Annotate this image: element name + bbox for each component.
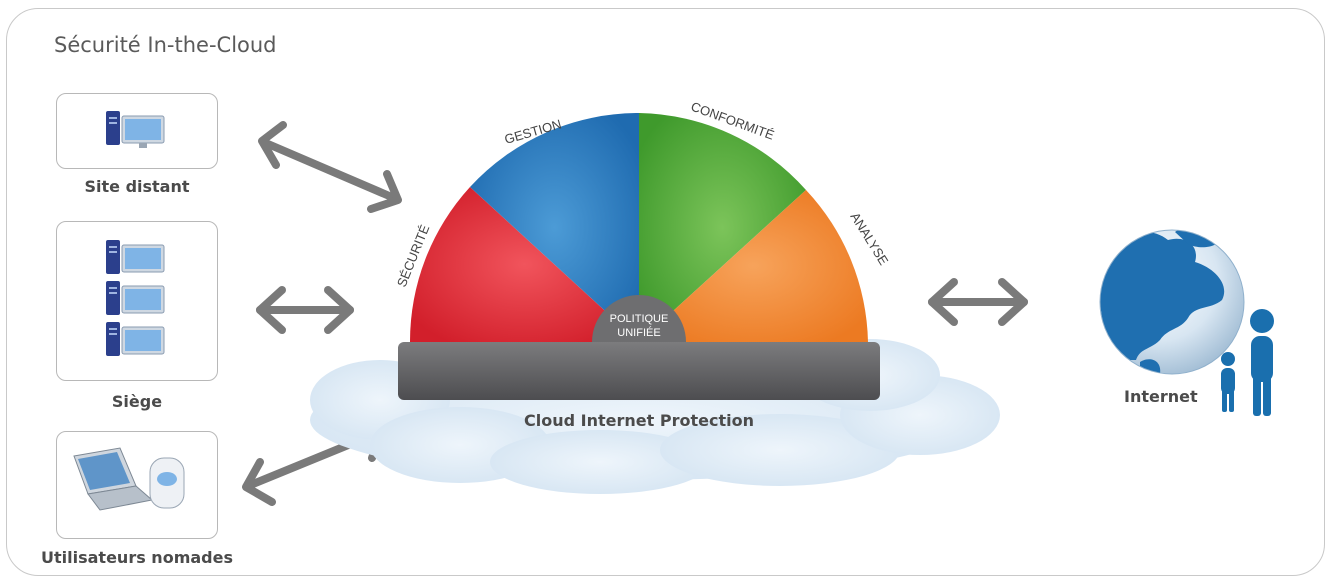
double-arrow-icon bbox=[928, 278, 1028, 326]
unified-policy-line2: UNIFIÉE bbox=[617, 326, 660, 339]
diagram-title: Sécurité In-the-Cloud bbox=[54, 33, 277, 57]
double-arrow-icon bbox=[258, 121, 402, 213]
globe-icon bbox=[1099, 229, 1245, 375]
unified-policy-line1: POLITIQUE bbox=[610, 313, 669, 325]
platform-label: Cloud Internet Protection bbox=[524, 411, 754, 430]
double-arrow-icon bbox=[256, 286, 354, 334]
child-person-icon bbox=[1221, 352, 1235, 412]
platform-bar bbox=[398, 342, 880, 400]
computer-icon bbox=[106, 240, 165, 274]
mobile-phone-icon bbox=[149, 457, 185, 509]
computer-icon bbox=[106, 322, 165, 356]
analysis-label: ANALYSE bbox=[847, 210, 891, 268]
computer-icon bbox=[106, 111, 165, 148]
unified-policy-hub bbox=[592, 295, 686, 342]
mobile-users-label: Utilisateurs nomades bbox=[41, 548, 233, 567]
laptop-icon bbox=[73, 447, 154, 511]
security-segment bbox=[409, 187, 639, 342]
diagram-frame bbox=[6, 8, 1325, 576]
compliance-segment bbox=[639, 113, 806, 342]
remote-site-label: Site distant bbox=[84, 177, 190, 196]
management-segment bbox=[470, 112, 639, 342]
analysis-segment bbox=[639, 190, 868, 342]
computer-icon bbox=[106, 281, 165, 315]
internet-label: Internet bbox=[1124, 387, 1198, 406]
person-icon bbox=[1250, 309, 1274, 416]
hq-label: Siège bbox=[111, 392, 163, 411]
mobile-users-box bbox=[56, 431, 218, 539]
